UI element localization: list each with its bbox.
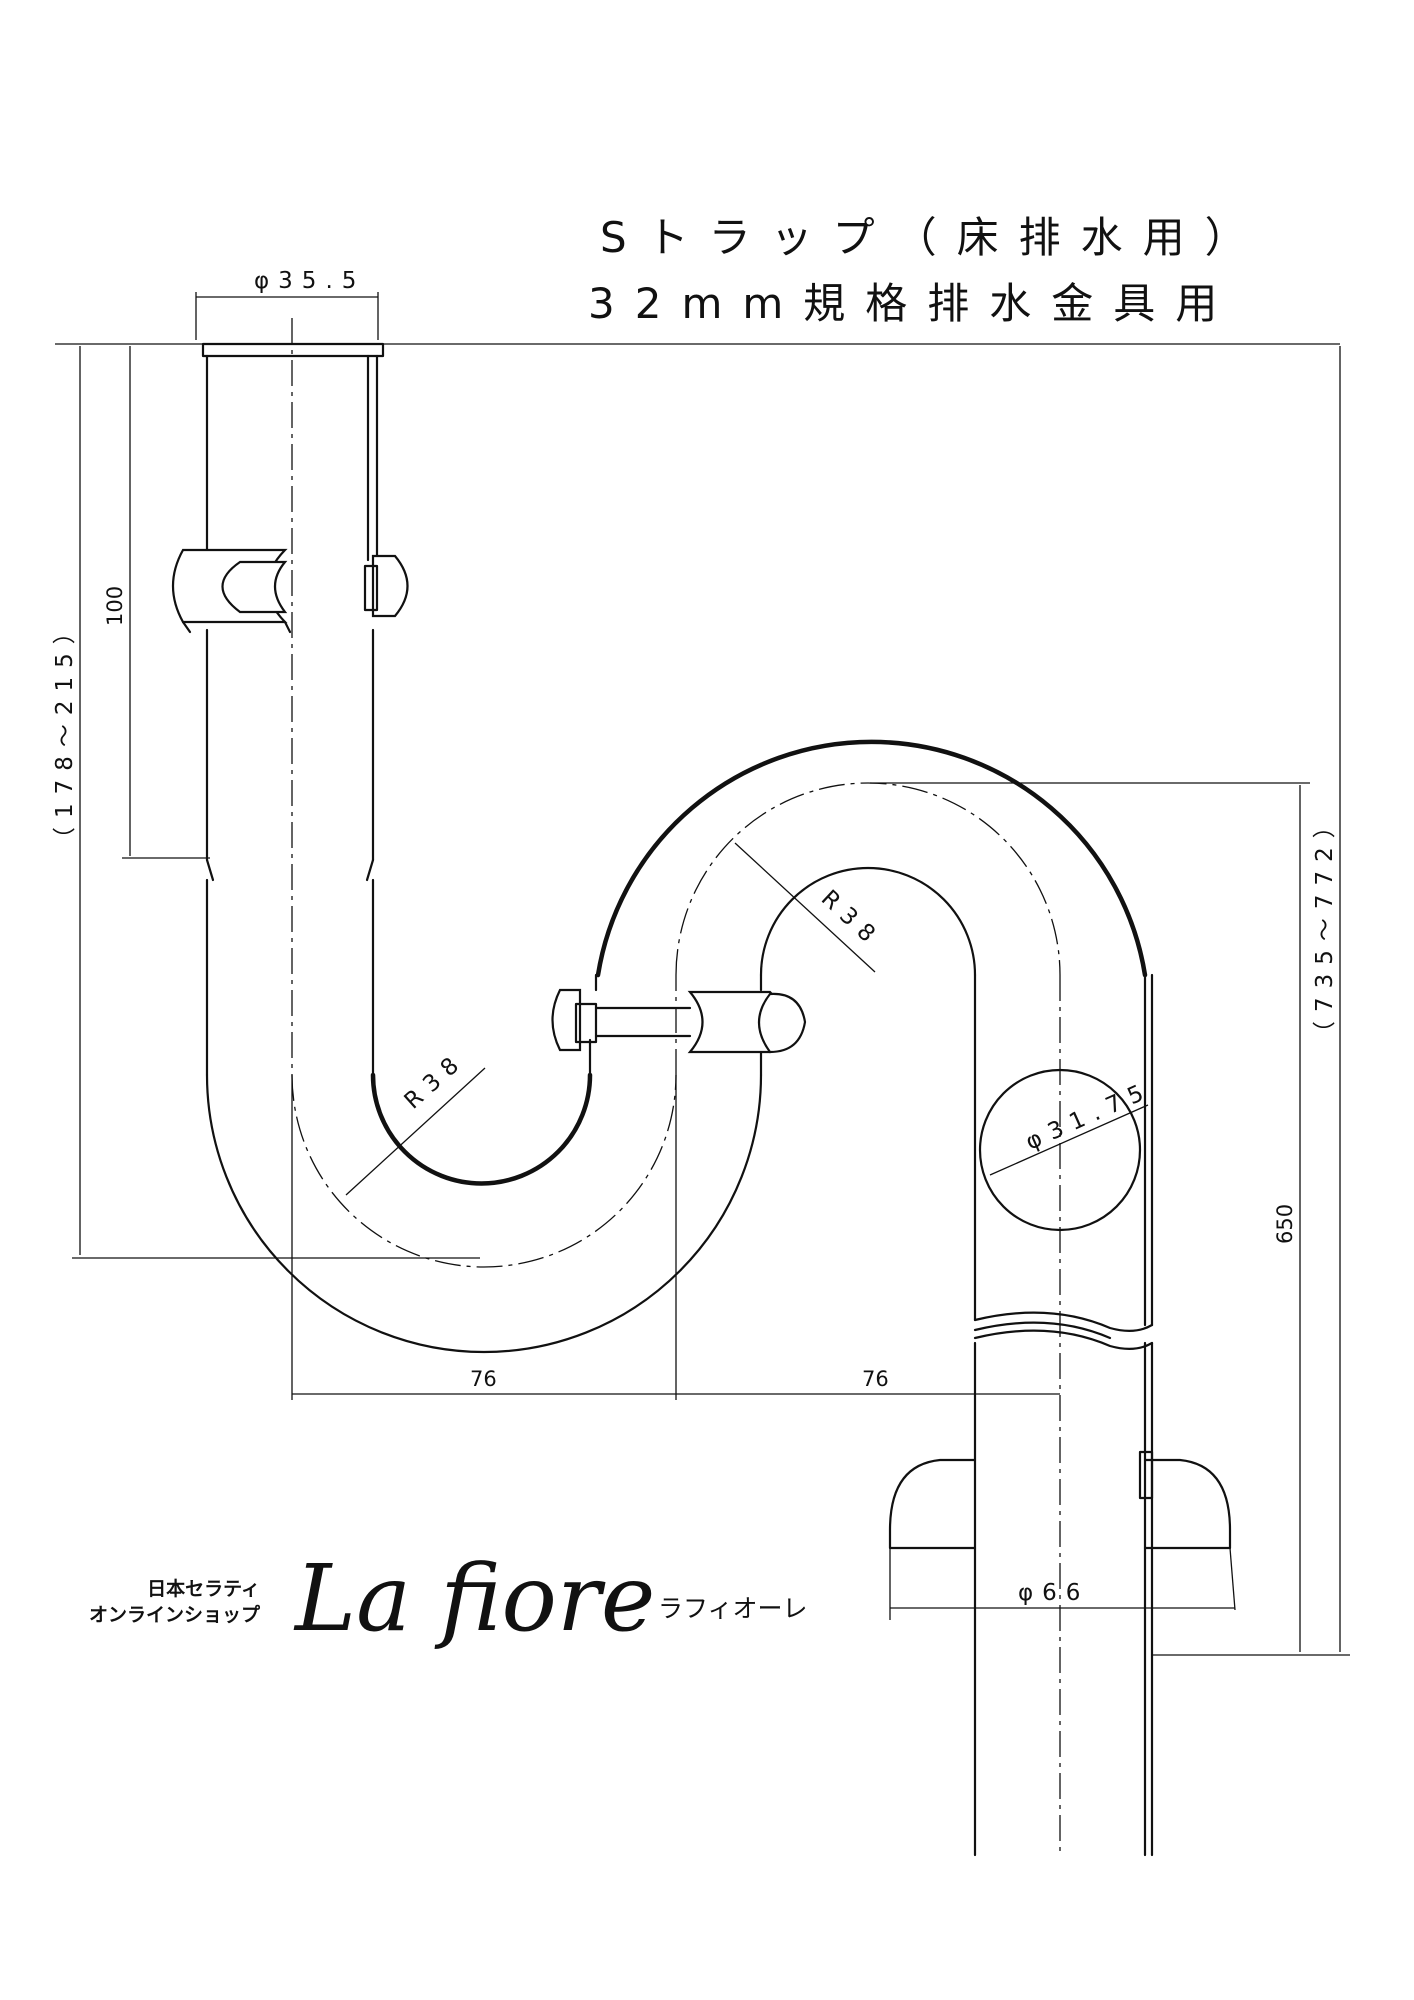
upper-inverted-bend: [594, 739, 1154, 1350]
dim-offset-left: 76: [470, 1367, 497, 1391]
centerlines: [291, 318, 1061, 1855]
dim-top-diameter: φ35.5: [254, 268, 365, 294]
dim-offset-right: 76: [862, 1367, 889, 1391]
brand-logo-kana: ラフィオーレ: [658, 1594, 808, 1623]
title-line-1: Sトラップ（床排水用）: [600, 213, 1267, 262]
brand-logo: 日本セラティ オンラインショップ La fiore ラフィオーレ: [89, 1545, 808, 1652]
middle-slip-nut: [551, 988, 807, 1054]
dim-tailpiece-length: 100: [103, 586, 127, 626]
dim-bend-radius-upper: R38: [816, 885, 887, 953]
dim-outlet-height: 650: [1273, 1204, 1297, 1244]
dim-right-height-range: （735～772）: [1312, 806, 1338, 1044]
dim-left-height-range: （178～215）: [52, 612, 78, 850]
brand-logo-script: La fiore: [293, 1545, 655, 1652]
upper-slip-nut: [172, 548, 409, 634]
brand-company-line-1: 日本セラティ: [147, 1577, 260, 1600]
dim-pipe-diameter: φ31.75: [1022, 1077, 1156, 1156]
dim-bend-radius-lower: R38: [400, 1047, 471, 1115]
title-line-2: 32mm規格排水金具用: [588, 279, 1237, 328]
lower-u-bend: [205, 878, 763, 1354]
pipe-section-circle: [978, 1068, 1142, 1232]
dim-floor-flange-diameter: φ66: [1018, 1580, 1089, 1606]
dimension-lines: [55, 292, 1350, 1656]
outlet-and-floor-flange: [888, 1341, 1236, 1857]
brand-company-line-2: オンラインショップ: [89, 1603, 261, 1626]
